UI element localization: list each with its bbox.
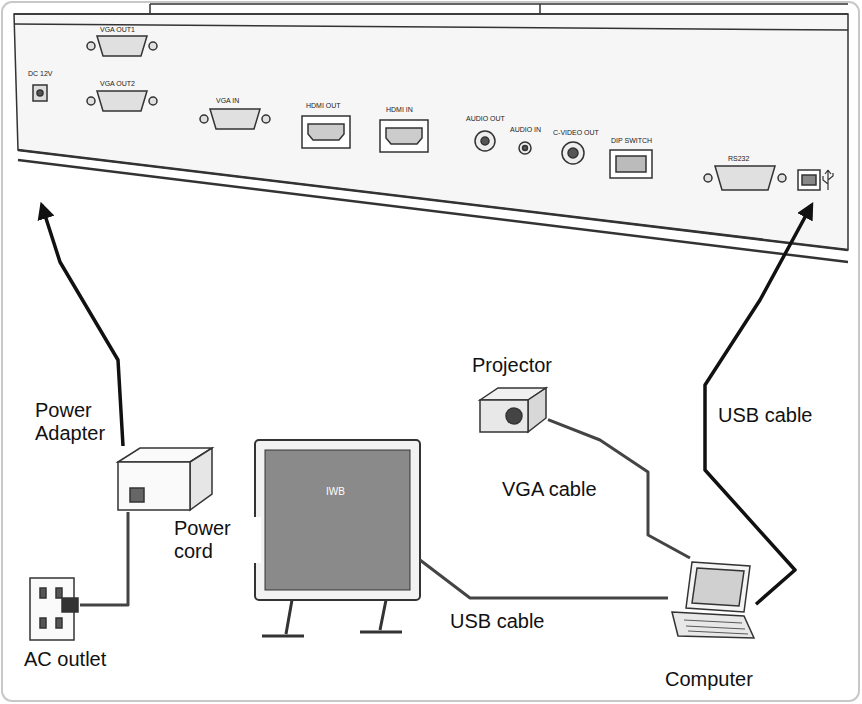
port-label: DC 12V bbox=[28, 70, 53, 78]
cable-label: Power cord bbox=[172, 517, 261, 563]
outlet-plug bbox=[62, 598, 78, 612]
rs232-port bbox=[704, 166, 786, 190]
laptop-display bbox=[692, 568, 744, 606]
interactive-whiteboard: IWB bbox=[255, 440, 420, 600]
cable-label: USB cable bbox=[716, 404, 815, 427]
vga-in-port bbox=[200, 109, 270, 129]
vga-screw bbox=[149, 42, 157, 50]
projector-drawing bbox=[480, 388, 546, 432]
outlet-socket bbox=[40, 588, 46, 598]
port-label: HDMI OUT bbox=[306, 102, 341, 110]
hdmi-in-socket bbox=[386, 128, 422, 144]
ac-outlet: AC outlet bbox=[26, 576, 80, 642]
hdmi-out-port bbox=[302, 116, 350, 148]
hdmi-out-frame bbox=[302, 116, 350, 148]
adapter-side bbox=[190, 448, 212, 510]
power-adapter-drawing bbox=[118, 448, 212, 510]
iwb-leg bbox=[262, 600, 402, 636]
usb-socket bbox=[802, 175, 816, 185]
hdmi-in-frame bbox=[380, 120, 428, 152]
dc-in-pin bbox=[37, 90, 43, 96]
adapter-socket bbox=[130, 488, 144, 502]
laptop-base bbox=[672, 612, 754, 638]
c-video-jack bbox=[562, 142, 584, 164]
iwb-frame bbox=[255, 440, 420, 600]
projector: Projector bbox=[476, 386, 548, 434]
outlet-socket bbox=[40, 618, 46, 628]
port-label: HDMI IN bbox=[386, 106, 413, 114]
projector-lens bbox=[506, 408, 522, 424]
rs232-screw bbox=[704, 174, 712, 182]
iwb-drawing bbox=[255, 440, 420, 636]
cable-connector bbox=[420, 560, 668, 598]
device-back-panel bbox=[14, 4, 848, 262]
panel-face bbox=[14, 14, 848, 250]
cable-label: USB cable bbox=[448, 610, 547, 633]
outlet-socket bbox=[56, 618, 62, 628]
vga-out1-port bbox=[87, 36, 157, 56]
rs232-shell bbox=[715, 166, 775, 190]
iwb-screen bbox=[265, 450, 410, 590]
vga-out2-shell bbox=[97, 91, 147, 111]
device-back-panel: DC 12V VGA OUT1VGA OUT2VGA IN HDMI OUT HDMI… bbox=[15, 12, 850, 205]
port-label: VGA IN bbox=[216, 97, 239, 105]
laptop-keys bbox=[684, 620, 748, 634]
audio-out-jack bbox=[475, 131, 495, 151]
port-label: VGA OUT2 bbox=[100, 80, 135, 88]
vga-screw bbox=[200, 115, 208, 123]
audio-out-hole bbox=[481, 137, 489, 145]
vga-screw bbox=[262, 115, 270, 123]
port-label: RS232 bbox=[728, 155, 749, 163]
rs232-screw bbox=[778, 174, 786, 182]
vga-out2-port bbox=[87, 91, 157, 111]
audio-in-hole bbox=[523, 146, 528, 151]
laptop-screen bbox=[686, 562, 750, 612]
port-label: AUDIO OUT bbox=[466, 115, 505, 123]
c-video-hole bbox=[568, 148, 578, 158]
panel-bottom-edge bbox=[18, 150, 848, 262]
port-label: C-VIDEO OUT bbox=[553, 129, 599, 137]
computer: Computer bbox=[668, 558, 756, 642]
projector-front bbox=[480, 400, 528, 432]
dip-switch-keys bbox=[616, 156, 646, 172]
laptop-drawing bbox=[672, 562, 754, 638]
device-label: Computer bbox=[665, 668, 753, 691]
adapter-front bbox=[118, 462, 190, 510]
vga-screw bbox=[149, 97, 157, 105]
cable-label: VGA cable bbox=[500, 478, 599, 501]
vga-screw bbox=[87, 42, 95, 50]
device-label: AC outlet bbox=[24, 648, 106, 671]
device-label: Projector bbox=[472, 354, 552, 377]
audio-in-jack bbox=[519, 142, 531, 154]
dip-switch bbox=[610, 150, 652, 178]
cable-connector bbox=[80, 512, 128, 605]
panel-top-edge bbox=[14, 4, 848, 30]
vga-in-shell bbox=[210, 109, 260, 129]
port-label: DIP SWITCH bbox=[611, 137, 652, 145]
dc-in-port bbox=[33, 85, 47, 101]
ac-outlet-drawing bbox=[30, 578, 78, 640]
usb-symbol bbox=[823, 170, 833, 190]
usb-port bbox=[798, 170, 820, 190]
vga-out1-shell bbox=[97, 36, 147, 56]
port-label: AUDIO IN bbox=[510, 126, 541, 134]
screen-text: IWB bbox=[326, 486, 345, 498]
device-label: Power Adapter bbox=[35, 399, 130, 445]
hdmi-in-port bbox=[380, 120, 428, 152]
hdmi-out-socket bbox=[308, 124, 344, 140]
vga-screw bbox=[87, 97, 95, 105]
projector-side bbox=[528, 388, 546, 432]
outlet-socket bbox=[56, 588, 62, 598]
power-adapter: Power Adapter bbox=[113, 446, 213, 512]
port-label: VGA OUT1 bbox=[100, 26, 135, 34]
